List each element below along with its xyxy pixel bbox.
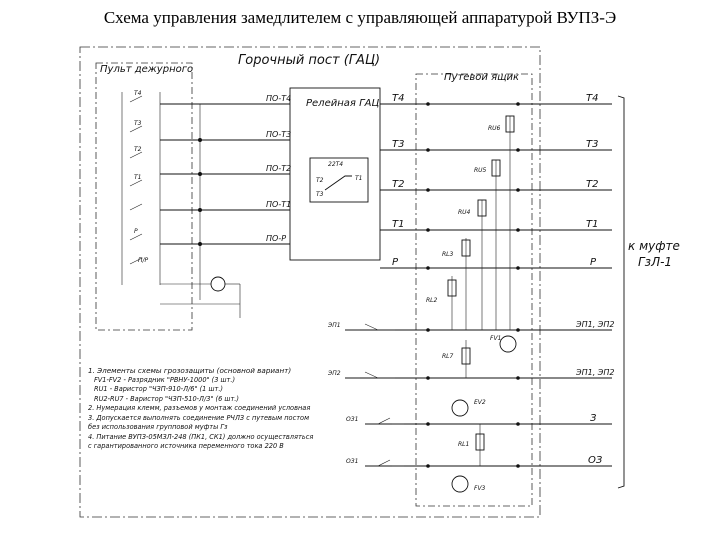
console-signal-t1: ПО-Т1 — [266, 200, 291, 209]
element-fv3: FV3 — [474, 485, 486, 492]
relay-output-t1: Т1 — [392, 219, 404, 230]
note-line-7: без использования групповой муфты Гз — [88, 423, 228, 431]
relay-switch-label-2: Т1 — [355, 175, 362, 182]
duty-console-label: Пульт дежурного — [100, 64, 193, 75]
element-rl3: RL3 — [442, 251, 454, 258]
page-title: Схема управления замедлителем с управляю… — [103, 8, 617, 27]
duty-console-box — [95, 62, 193, 331]
output-label-ep-1: ЭП1, ЭП2 — [575, 320, 614, 329]
track-box-label: Путевой ящик — [444, 72, 519, 83]
protection-elements — [447, 115, 517, 493]
note-line-8: 4. Питание ВУПЗ-05МЗЛ-248 (ПК1, СК1) дол… — [88, 432, 314, 441]
relay-block-label: Релейная ГАЦ — [306, 98, 379, 109]
output-label-t3: Т3 — [586, 139, 598, 150]
element-ru4: RU4 — [458, 209, 471, 216]
svg-text:П/Р: П/Р — [138, 257, 149, 264]
relay-switch-label-3: Т2 — [316, 177, 324, 184]
relay-switch-label-4: Т3 — [316, 191, 324, 198]
relay-output-t3: Т3 — [392, 139, 404, 150]
diagram-frame — [79, 46, 541, 518]
coupling-bracket — [617, 95, 625, 489]
left-input-oz1-b: ОЗ1 — [346, 458, 358, 465]
hump-post-label: Горочный пост (ГАЦ) — [238, 53, 380, 68]
output-label-r: Р — [590, 257, 597, 268]
svg-text:Т2: Т2 — [134, 146, 142, 153]
console-signal-r: ПО-Р — [266, 234, 286, 243]
output-label-z: З — [590, 413, 597, 424]
coupling-label-2: ГзЛ-1 — [638, 255, 672, 269]
relay-output-r: Р — [392, 257, 399, 268]
console-signal-t3: ПО-Т3 — [266, 130, 291, 139]
note-line-6: 3. Допускается выполнять соединение РЧЛЗ… — [88, 413, 310, 422]
element-ru5: RU5 — [474, 167, 487, 174]
protection-bus — [451, 116, 511, 466]
console-switches: Т4 Т3 Т2 Т1 Р П/Р — [121, 90, 161, 285]
left-input-oz1-a: ОЗ1 — [346, 416, 358, 423]
note-line-5: 2. Нумерация клемм, разъемов у монтаж со… — [88, 404, 311, 412]
element-ru6: RU6 — [488, 125, 501, 132]
console-lines — [160, 103, 290, 300]
element-rl2: RL2 — [426, 297, 438, 304]
relay-switch-contact — [324, 175, 352, 191]
output-label-t2: Т2 — [586, 179, 598, 190]
coupling-label-1: к муфте — [628, 239, 680, 253]
element-fv1: FV1 — [490, 335, 501, 342]
note-line-4: RU2-RU7 - Варистор "ЧЗП-510-Л/3" (6 шт.) — [94, 394, 239, 403]
note-line-2: FV1-FV2 - Разрядник "РВНУ-1000" (3 шт.) — [94, 375, 236, 384]
note-line-9: с гарантированного источника переменного… — [88, 442, 284, 450]
svg-text:Р: Р — [134, 228, 138, 235]
svg-text:Т4: Т4 — [134, 90, 142, 97]
element-rl7: RL7 — [442, 353, 454, 360]
output-label-t1: Т1 — [586, 219, 598, 230]
element-rl1: RL1 — [458, 441, 469, 448]
note-line-3: RU1 - Варистор "ЧЗП-910-Л/6" (1 шт.) — [94, 385, 223, 393]
console-signal-t2: ПО-Т2 — [266, 164, 291, 173]
output-label-t4: Т4 — [586, 93, 598, 104]
relay-block — [289, 87, 381, 261]
relay-switch-box — [309, 157, 369, 203]
left-input-ep2: ЭП2 — [327, 370, 341, 377]
note-line-1: 1. Элементы схемы грозозащиты (основной … — [88, 366, 292, 375]
output-label-oz: ОЗ — [588, 455, 603, 466]
left-input-ep1: ЭП1 — [327, 322, 341, 329]
console-signal-t4: ПО-Т4 — [266, 94, 291, 103]
element-ev2: EV2 — [474, 399, 486, 406]
output-label-ep-2: ЭП1, ЭП2 — [575, 368, 614, 377]
console-motor-icon — [210, 276, 226, 292]
left-input-switches — [345, 323, 404, 467]
relay-switch-label-1: 22Т4 — [328, 161, 343, 168]
relay-output-t4: Т4 — [392, 93, 404, 104]
terminal-dots — [426, 102, 520, 468]
svg-text:Т3: Т3 — [134, 120, 142, 127]
relay-output-t2: Т2 — [392, 179, 404, 190]
output-lines — [345, 103, 612, 467]
svg-text:Т1: Т1 — [134, 174, 141, 181]
notes-block: 1. Элементы схемы грозозащиты (основной … — [88, 366, 333, 452]
track-box — [415, 73, 533, 507]
